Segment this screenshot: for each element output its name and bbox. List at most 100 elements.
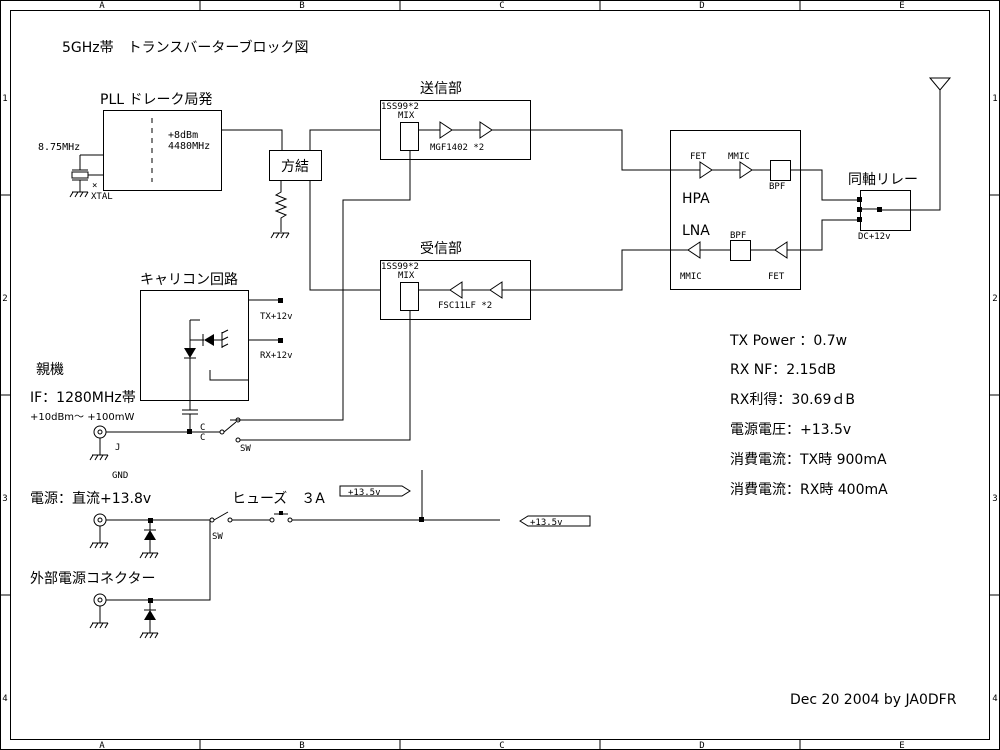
xtal-symbol: [71, 154, 103, 192]
col-label-top-d: D: [699, 1, 704, 11]
col-label-bottom-c: C: [499, 741, 504, 750]
pll-to-combiner-wire: [221, 129, 283, 150]
hpa-bpf: [770, 160, 791, 181]
power-switch: [209, 517, 215, 523]
pll-power-label: +8dBm: [168, 130, 198, 141]
tx-mix-label: MIX: [398, 111, 415, 121]
col-label-top-b: B: [299, 1, 304, 11]
gnd-label: GND: [112, 471, 128, 481]
rx-if-wire: [240, 311, 411, 441]
relay-to-antenna-wire: [882, 88, 941, 211]
pll-freq-label: 4480MHz: [168, 141, 210, 152]
spec-tx-power: TX Power ：0.7w: [729, 333, 847, 349]
relay-to-lna-wire: [787, 219, 858, 251]
xtal-x-mark: ×: [92, 181, 97, 191]
rx-title: 受信部: [420, 241, 462, 257]
spec-tx-current: 消費電流：TX時 900mA: [730, 452, 887, 468]
rx-amp1-triangle: [449, 281, 463, 299]
combiner-block: [269, 150, 322, 181]
spec-rx-gain: RX利得：30.69ｄB: [730, 391, 855, 408]
col-label-bottom-a: A: [99, 741, 105, 750]
col-label-bottom-d: D: [699, 741, 704, 750]
lna-bpf: [730, 240, 751, 261]
ext-power-jack-ground: [89, 622, 109, 629]
relay-dc-label: DC+12v: [858, 232, 891, 242]
hpa-fet-triangle: [699, 161, 713, 179]
power-protect-diode: [144, 530, 156, 540]
tx-diode-label: 1SS99*2: [381, 102, 419, 112]
lna-label: LNA: [682, 223, 710, 239]
inner-border: [10, 10, 990, 740]
col-label-bottom-e: E: [899, 741, 904, 750]
fuse-label: ヒューズ ３A: [232, 491, 325, 507]
if-switch: [219, 429, 225, 435]
if-jack-ground: [89, 454, 109, 461]
fuse: [269, 517, 275, 523]
if-jack: [93, 425, 107, 439]
col-label-top-c: C: [499, 1, 504, 11]
tx-amp-label: MGF1402 *2: [430, 143, 484, 153]
power-jack: [93, 513, 107, 527]
carrier-rx-label: RX+12v: [260, 351, 293, 361]
row-label-right-1: 1: [992, 94, 997, 104]
pll-title: PLL ドレーク局発: [100, 92, 213, 108]
lna-bpf-label: BPF: [730, 231, 746, 241]
hpa-lna-block: [670, 130, 801, 290]
ext-power-title: 外部電源コネクター: [30, 571, 155, 587]
xtal-ground: [69, 191, 89, 198]
hpa-mmic-label: MMIC: [728, 152, 750, 162]
row-label-right-4: 4: [992, 694, 997, 704]
lna-mmic-triangle: [687, 241, 701, 259]
if-jack-label: J: [115, 443, 120, 453]
carrier-title: キャリコン回路: [140, 272, 238, 288]
spec-rx-nf: RX NF：2.15dB: [730, 362, 836, 378]
diagram-title: 5GHz帯 トランスバーターブロック図: [62, 39, 309, 56]
if-switch-label: SW: [240, 444, 251, 454]
hpa-to-relay-wire: [791, 169, 858, 201]
parent-title: 親機: [36, 362, 64, 378]
carrier-zener: [204, 334, 214, 346]
col-label-top-a: A: [99, 1, 105, 11]
row-label-right-2: 2: [992, 294, 997, 304]
tx-amp2-triangle: [479, 121, 493, 139]
ext-power-wire: [106, 520, 211, 601]
carrier-block: [140, 290, 249, 401]
power-tag-in: [519, 515, 591, 527]
spec-rx-current: 消費電流：RX時 400mA: [730, 482, 888, 498]
xtal-label: XTAL: [91, 192, 113, 202]
col-label-top-e: E: [899, 1, 904, 11]
if-cap-c1-label: C: [200, 423, 205, 433]
lna-mmic-label: MMIC: [680, 272, 702, 282]
hpa-mmic-triangle: [739, 161, 753, 179]
if-cap-c2-label: C: [200, 433, 205, 443]
power-tag-out-label: +13.5v: [348, 488, 381, 498]
tx-title: 送信部: [420, 81, 462, 97]
lo-to-tx-mixer-wire: [309, 129, 380, 150]
row-label-left-1: 1: [2, 94, 7, 104]
row-label-right-3: 3: [992, 494, 997, 504]
rx-mixer: [400, 282, 419, 311]
rx-diode-label: 1SS99*2: [381, 262, 419, 272]
carrier-tx-label: TX+12v: [260, 312, 293, 322]
rx-amp-label: FSC11LF *2: [438, 301, 492, 311]
row-label-left-4: 4: [2, 694, 7, 704]
power-title: 電源：直流+13.8v: [30, 490, 151, 507]
row-label-left-3: 3: [2, 494, 7, 504]
lna-fet-triangle: [774, 241, 788, 259]
ext-protect-diode: [144, 610, 156, 620]
row-label-left-2: 2: [2, 294, 7, 304]
hpa-label: HPA: [682, 191, 710, 207]
combiner-label: 方結: [281, 159, 309, 175]
tx-mixer: [400, 122, 419, 151]
hpa-bpf-label: BPF: [769, 182, 785, 192]
tx-amp1-triangle: [439, 121, 453, 139]
ext-power-jack: [93, 593, 107, 607]
carrier-diode: [184, 348, 196, 358]
tx-if-wire: [230, 151, 411, 421]
xtal-freq-label: 8.75MHz: [38, 142, 80, 153]
combiner-termination-resistor: [270, 181, 290, 239]
lna-to-rx-wire: [502, 249, 688, 291]
rx-mix-label: MIX: [398, 271, 415, 281]
